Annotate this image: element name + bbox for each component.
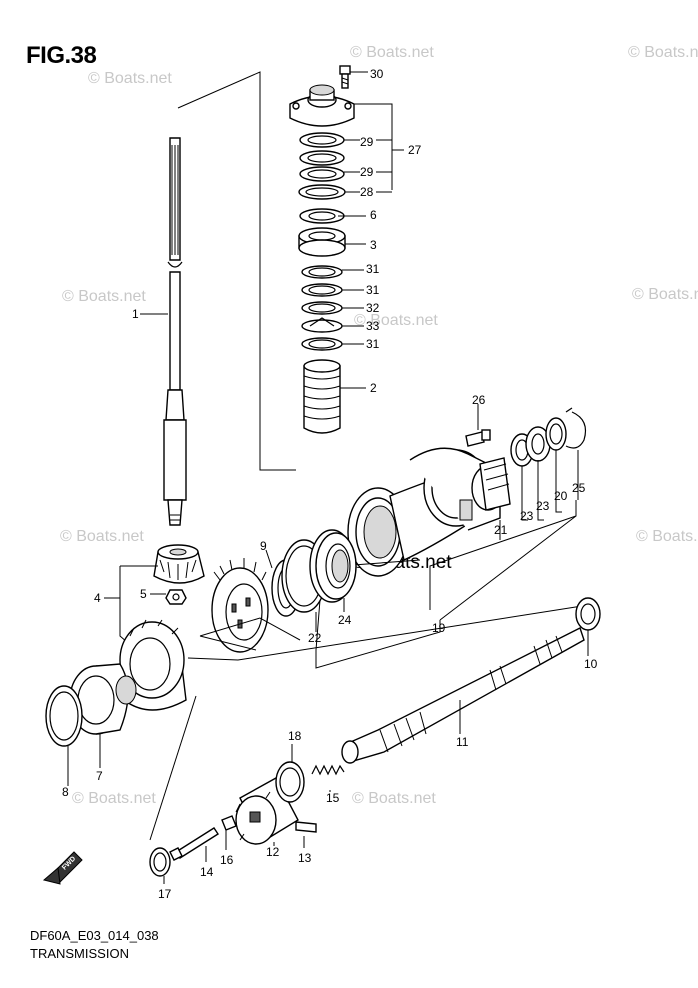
callout-14: 14 xyxy=(200,865,214,879)
watermark: © Boats.net xyxy=(632,286,698,303)
callout-23: 23 xyxy=(536,499,550,513)
bolt-part-30 xyxy=(339,65,351,89)
callout-4: 4 xyxy=(94,591,101,605)
washer-part-6 xyxy=(299,208,345,224)
callout-31: 31 xyxy=(366,337,380,351)
seal-housing-part-27 xyxy=(289,84,355,127)
propeller-shaft-housing-part-19 xyxy=(347,447,505,577)
callout-26: 26 xyxy=(472,393,486,407)
bolt-part-26 xyxy=(465,429,491,447)
bearing-part-7 xyxy=(69,663,137,735)
spring-part-15 xyxy=(311,764,345,776)
figure-title: FIG.38 xyxy=(26,42,97,69)
nut-part-5 xyxy=(165,589,187,605)
bellows-part-2 xyxy=(303,359,341,434)
callout-28: 28 xyxy=(360,185,374,199)
callout-12: 12 xyxy=(266,845,280,859)
shim-part-8 xyxy=(45,685,83,747)
circlip-part-25 xyxy=(565,407,587,449)
pinion-gear-part-4 xyxy=(153,544,205,584)
callout-29: 29 xyxy=(360,165,374,179)
callout-24: 24 xyxy=(338,613,352,627)
callout-25: 25 xyxy=(572,481,586,495)
callout-16: 16 xyxy=(220,853,234,867)
watermark: © Boats.net xyxy=(352,790,436,807)
reverse-gear xyxy=(211,558,269,653)
callout-29: 29 xyxy=(360,135,374,149)
callout-10: 10 xyxy=(584,657,598,671)
bearing-part-21 xyxy=(479,457,511,511)
pin-part-13 xyxy=(295,821,317,833)
watermark: © Boats.net xyxy=(88,70,172,87)
ring-part-17 xyxy=(149,847,171,877)
callout-27: 27 xyxy=(408,143,422,157)
shims-parts-31-32-33 xyxy=(301,265,343,351)
callout-20: 20 xyxy=(554,489,568,503)
forward-gear xyxy=(119,619,187,711)
drive-shaft-part-1 xyxy=(163,137,187,526)
callout-1: 1 xyxy=(132,307,139,321)
callout-11: 11 xyxy=(456,735,469,749)
watermark: © Boats.net xyxy=(354,312,438,329)
callout-22: 22 xyxy=(308,631,322,645)
callout-8: 8 xyxy=(62,785,69,799)
callout-17: 17 xyxy=(158,887,172,901)
figure-subtitle: TRANSMISSION xyxy=(30,946,129,961)
bearing-part-3 xyxy=(298,227,346,257)
fwd-arrow-icon: FWD xyxy=(42,851,83,885)
assembly-bracket-line xyxy=(177,71,296,471)
ring-part-18 xyxy=(275,761,305,803)
propeller-shaft-part-11 xyxy=(341,627,585,764)
push-rod-part-14 xyxy=(169,827,219,861)
callout-2: 2 xyxy=(370,381,377,395)
bearing-part-24 xyxy=(309,529,357,603)
watermark: © Boats.net xyxy=(62,288,146,305)
callout-31: 31 xyxy=(366,262,380,276)
callout-18: 18 xyxy=(288,729,302,743)
callout-19: 19 xyxy=(432,621,446,635)
callout-6: 6 xyxy=(370,208,377,222)
callout-13: 13 xyxy=(298,851,312,865)
callout-30: 30 xyxy=(370,67,384,81)
oil-seals-parts-29-28 xyxy=(298,132,346,200)
pin-part-16 xyxy=(221,815,237,831)
watermark: © Boats.net xyxy=(636,528,698,545)
ring-part-22-small xyxy=(545,417,567,451)
callout-5: 5 xyxy=(140,587,147,601)
callout-15: 15 xyxy=(326,791,340,805)
callout-23: 23 xyxy=(520,509,534,523)
watermark: © Boats.net xyxy=(628,44,698,61)
callout-33: 33 xyxy=(366,319,380,333)
watermark: © Boats.net xyxy=(72,790,156,807)
callout-21: 21 xyxy=(494,523,508,537)
callout-7: 7 xyxy=(96,769,103,783)
watermark: © Boats.net xyxy=(350,44,434,61)
callout-9: 9 xyxy=(260,539,267,553)
watermark: © Boats.net xyxy=(60,528,144,545)
figure-code: DF60A_E03_014_038 xyxy=(30,928,159,943)
washer-part-10 xyxy=(575,597,601,631)
callout-31: 31 xyxy=(366,283,380,297)
callout-3: 3 xyxy=(370,238,377,252)
callout-32: 32 xyxy=(366,301,380,315)
